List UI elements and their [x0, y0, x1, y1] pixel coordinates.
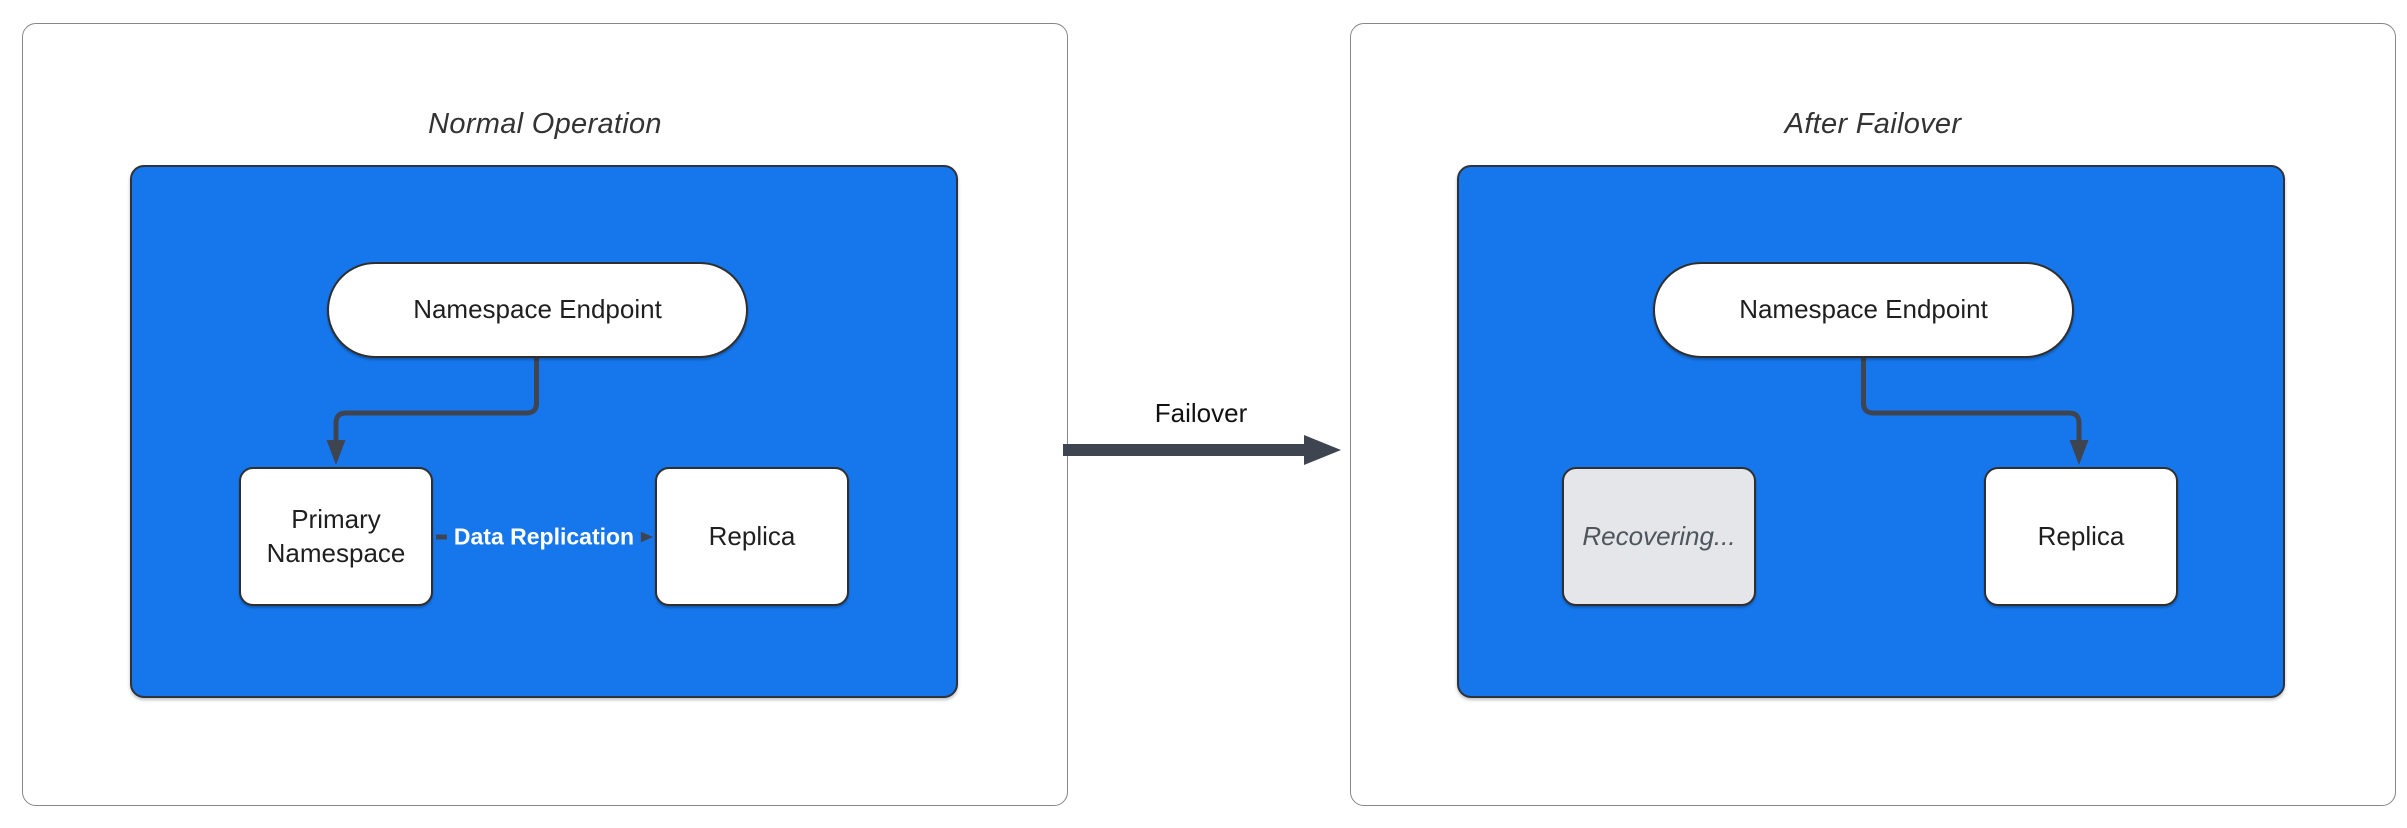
node-primary-namespace: Primary Namespace: [239, 467, 433, 606]
edge-failover: [1063, 435, 1341, 465]
edge-label-data-replication: Data Replication: [446, 521, 642, 553]
node-label: Primary Namespace: [266, 503, 406, 568]
node-label: Namespace Endpoint: [413, 294, 662, 325]
node-label: Replica: [708, 520, 796, 551]
node-label: Namespace Endpoint: [1739, 294, 1988, 325]
namespace-container-left: [130, 165, 958, 698]
namespace-container-right: [1457, 165, 2285, 698]
node-label: Replica: [2037, 520, 2125, 551]
panel-title-normal-operation: Normal Operation: [428, 108, 662, 140]
node-replica-right: Replica: [1984, 467, 2178, 606]
node-replica-left: Replica: [655, 467, 849, 606]
panel-title-after-failover: After Failover: [1784, 108, 1962, 140]
node-recovering: Recovering...: [1562, 467, 1756, 606]
failover-label: Failover: [1154, 398, 1248, 428]
node-label: Recovering...: [1582, 520, 1736, 551]
right-arrow-icon: [1304, 435, 1341, 465]
node-namespace-endpoint-left: Namespace Endpoint: [327, 262, 748, 358]
node-namespace-endpoint-right: Namespace Endpoint: [1653, 262, 2074, 358]
